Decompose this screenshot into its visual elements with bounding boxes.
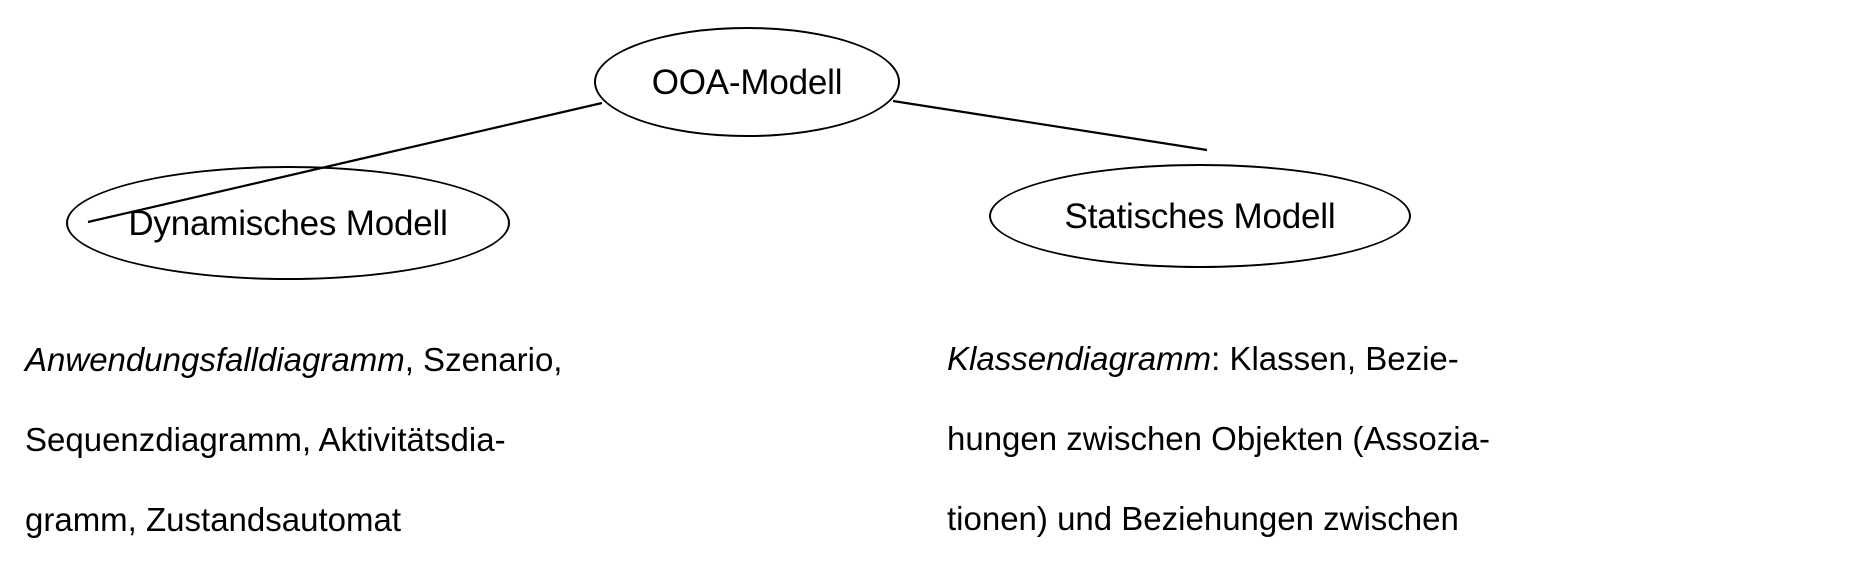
node-statisches-modell[interactable]: Statisches Modell [989,164,1411,268]
caption-dynamic-line-3: gramm, Zustandsautomat [25,501,401,538]
caption-static-line-3: tionen) und Beziehungen zwischen [947,500,1459,537]
caption-static-term: Klassendiagramm [947,340,1212,377]
caption-dynamic-line-1-rest: , Szenario, [404,341,563,378]
caption-static-line-2: hungen zwischen Objekten (Assozia- [947,420,1490,457]
caption-dynamic-line-1: Anwendungsfalldiagramm, Szenario, [25,340,665,380]
caption-statisches-modell: Klassendiagramm: Klassen, Bezie- hungen … [947,299,1567,562]
node-label-root: OOA-Modell [651,62,843,102]
caption-static-line-1: Klassendiagramm: Klassen, Bezie- [947,339,1567,379]
caption-dynamisches-modell: Anwendungsfalldiagramm, Szenario, Sequen… [25,300,665,562]
node-ooa-modell[interactable]: OOA-Modell [594,27,900,137]
node-label-static: Statisches Modell [1064,196,1336,236]
node-label-dynamic: Dynamisches Modell [128,203,448,243]
caption-dynamic-line-2: Sequenzdiagramm, Aktivitätsdia- [25,421,506,458]
edge-root-to-static [892,99,1208,152]
caption-static-line-1-rest: : Klassen, Bezie- [1211,340,1459,377]
caption-dynamic-term: Anwendungsfalldiagramm [25,341,405,378]
node-dynamisches-modell[interactable]: Dynamisches Modell [66,166,510,280]
